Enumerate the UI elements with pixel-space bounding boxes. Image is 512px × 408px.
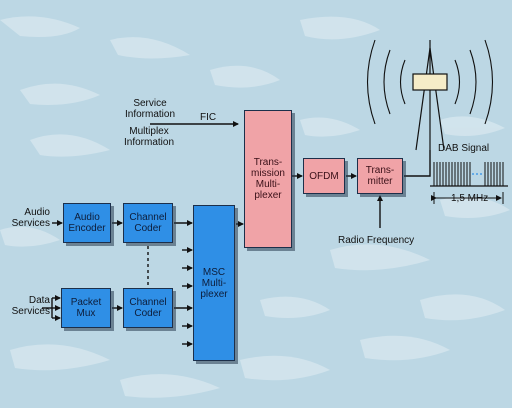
service-information-label: Service Information <box>124 98 176 120</box>
audio-services-label: Audio Services <box>11 207 50 229</box>
ofdm-label: OFDM <box>309 170 339 182</box>
transmission-multiplexer-label: Trans- mission Multi- plexer <box>251 157 285 201</box>
radio-frequency-label: Radio Frequency <box>338 235 415 246</box>
msc-multiplexer-label: MSC Multi- plexer <box>200 266 228 300</box>
packet-mux-block: Packet Mux <box>61 288 111 328</box>
channel-coder-top-block: Channel Coder <box>123 203 173 243</box>
dab-signal-label: DAB Signal <box>438 143 490 154</box>
audio-encoder-block: Audio Encoder <box>63 203 111 243</box>
audio-encoder-label: Audio Encoder <box>68 212 106 234</box>
transmitter-to-antenna-wire <box>404 150 431 177</box>
dab-spectrum-icon <box>430 162 508 204</box>
channel-coder-bottom-label: Channel Coder <box>129 297 167 319</box>
transmission-multiplexer-block: Trans- mission Multi- plexer <box>244 110 292 248</box>
channel-coder-bottom-block: Channel Coder <box>123 288 173 328</box>
channel-coder-top-label: Channel Coder <box>129 212 167 234</box>
antenna-tower-icon <box>412 40 448 151</box>
transmitter-block: Trans- mitter <box>357 158 403 194</box>
msc-multiplexer-block: MSC Multi- plexer <box>193 205 235 361</box>
data-services-label: Data Services <box>11 295 50 317</box>
radio-waves-icon <box>366 39 494 125</box>
transmitter-label: Trans- mitter <box>365 165 395 187</box>
bandwidth-label: 1,5 MHz <box>451 193 489 204</box>
ofdm-block: OFDM <box>303 158 345 194</box>
multiplex-information-label: Multiplex Information <box>123 126 175 148</box>
packet-mux-label: Packet Mux <box>70 297 102 319</box>
fic-label: FIC <box>200 112 217 123</box>
